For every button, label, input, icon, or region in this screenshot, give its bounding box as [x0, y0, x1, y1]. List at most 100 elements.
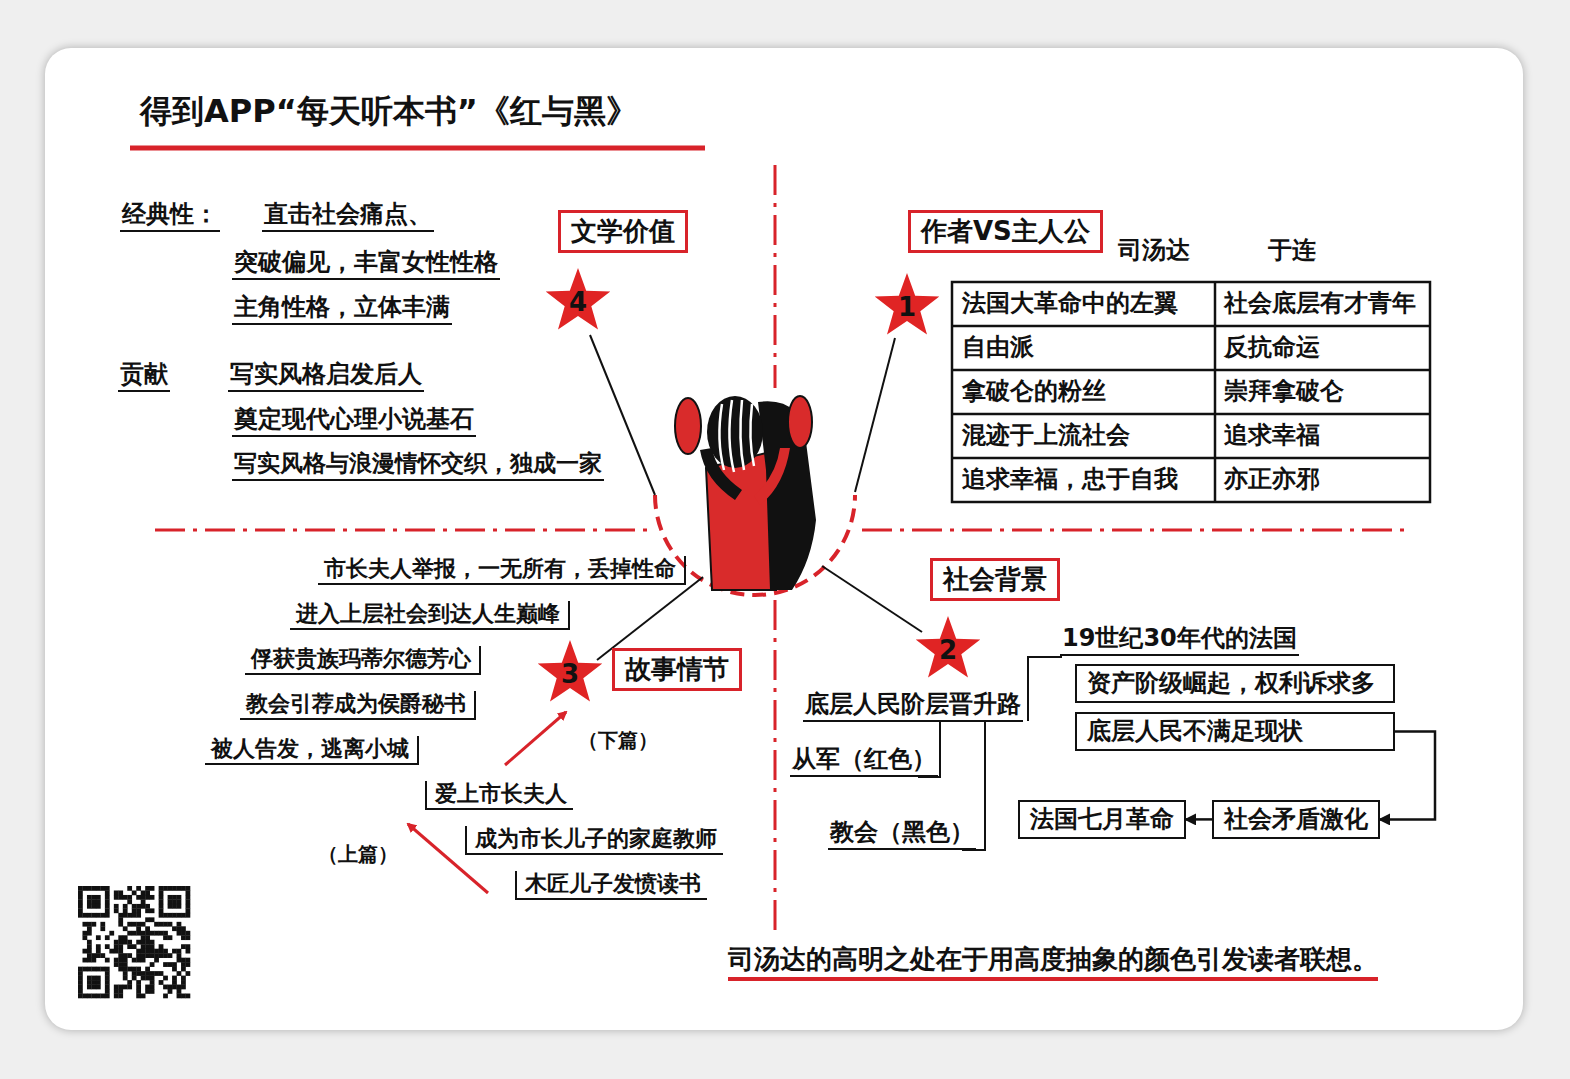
qr-cell [141, 944, 146, 949]
qr-cell [87, 980, 92, 985]
qr-cell [172, 985, 177, 990]
qr-cell [123, 976, 128, 981]
qr-cell [118, 944, 123, 949]
qr-cell [78, 971, 83, 976]
qr-cell [186, 913, 191, 918]
text-label: 自由派 [962, 333, 1034, 362]
qr-cell [96, 967, 101, 972]
qr-cell [123, 935, 128, 940]
qr-cell [132, 890, 137, 895]
qr-cell [168, 989, 173, 994]
qr-cell [177, 926, 182, 931]
qr-cell [186, 931, 191, 936]
qr-cell [82, 935, 87, 940]
qr-cell [136, 913, 141, 918]
text-label: 19世纪30年代的法国 [1060, 624, 1299, 656]
text-label: 教会引荐成为侯爵秘书 [240, 691, 476, 720]
qr-cell [136, 980, 141, 985]
qr-cell [141, 958, 146, 963]
text-label: 奠定现代心理小说基石 [232, 405, 476, 437]
text-label: 直击社会痛点、 [262, 200, 434, 232]
label-box: 作者VS主人公 [908, 210, 1103, 253]
qr-cell [186, 935, 191, 940]
qr-cell [177, 922, 182, 927]
box-text: 社会矛盾激化 [1224, 805, 1368, 833]
qr-cell [127, 985, 132, 990]
text-label: 经典性： [120, 200, 220, 232]
qr-cell [168, 895, 173, 900]
qr-cell [96, 976, 101, 981]
qr-cell [91, 958, 96, 963]
qr-cell [91, 953, 96, 958]
qr-cell [145, 935, 150, 940]
axis-lines [155, 165, 1410, 935]
qr-cell [87, 940, 92, 945]
qr-cell [127, 980, 132, 985]
qr-cell [145, 886, 150, 891]
qr-cell [150, 908, 155, 913]
qr-cell [186, 899, 191, 904]
qr-cell [181, 886, 186, 891]
qr-cell [78, 985, 83, 990]
label-box: 社会矛盾激化 [1212, 800, 1380, 839]
label-box: 法国七月革命 [1018, 800, 1186, 839]
qr-cell [114, 962, 119, 967]
qr-cell [114, 940, 119, 945]
qr-cell [127, 895, 132, 900]
qr-cell [87, 994, 92, 999]
qr-cell [123, 913, 128, 918]
qr-cell [159, 953, 164, 958]
text-label: 社会底层有才青年 [1224, 289, 1416, 318]
text-label: 写实风格启发后人 [228, 360, 424, 392]
qr-cell [150, 944, 155, 949]
qr-cell [186, 890, 191, 895]
qr-cell [118, 949, 123, 954]
black-head [707, 396, 763, 468]
qr-cell [159, 922, 164, 927]
qr-cell [136, 967, 141, 972]
author-table-grid [952, 282, 1430, 502]
qr-cell [87, 958, 92, 963]
qr-cell [163, 994, 168, 999]
qr-cell [87, 926, 92, 931]
qr-cell [78, 967, 83, 972]
qr-cell [141, 890, 146, 895]
qr-cell [109, 949, 114, 954]
qr-cell [118, 989, 123, 994]
qr-cell [118, 953, 123, 958]
qr-cell [136, 985, 141, 990]
qr-cell [163, 913, 168, 918]
qr-cell [186, 904, 191, 909]
qr-cell [87, 944, 92, 949]
center-illustration [675, 396, 816, 590]
qr-cell [91, 886, 96, 891]
qr-cell [91, 913, 96, 918]
qr-cell [82, 913, 87, 918]
qr-cell [105, 944, 110, 949]
table-rule [952, 413, 1430, 416]
qr-cell [141, 931, 146, 936]
qr-cell [105, 976, 110, 981]
qr-code [78, 886, 190, 998]
callout-number: 4 [543, 265, 613, 339]
qr-cell [82, 994, 87, 999]
qr-cell [100, 994, 105, 999]
qr-cell [141, 895, 146, 900]
qr-cell [141, 971, 146, 976]
text-label: 主角性格，立体丰满 [232, 293, 452, 325]
qr-cell [177, 899, 182, 904]
qr-cell [145, 976, 150, 981]
qr-cell [177, 886, 182, 891]
qr-cell [168, 962, 173, 967]
qr-cell [136, 895, 141, 900]
qr-cell [96, 913, 101, 918]
box-text: 法国七月革命 [1030, 805, 1174, 833]
text-label: 混迹于上流社会 [962, 421, 1130, 450]
qr-cell [114, 985, 119, 990]
qr-cell [78, 899, 83, 904]
qr-cell [145, 953, 150, 958]
qr-cell [159, 949, 164, 954]
qr-cell [96, 904, 101, 909]
table-rule [952, 325, 1430, 328]
